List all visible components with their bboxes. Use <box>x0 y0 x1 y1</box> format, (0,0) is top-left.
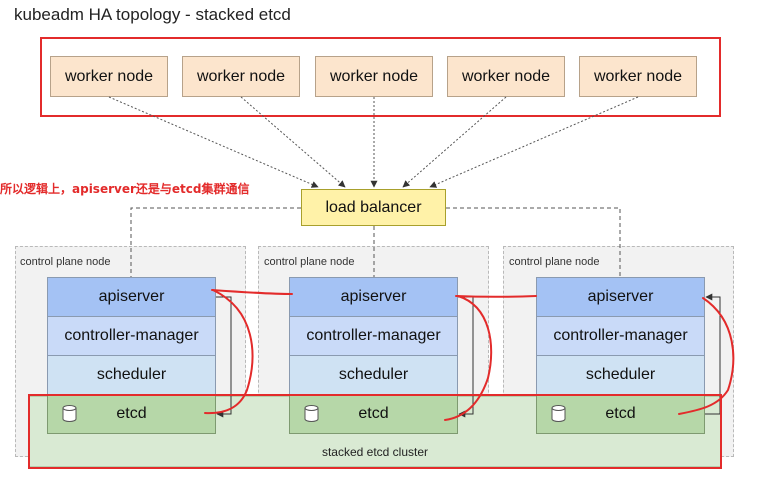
apiserver-2: apiserver <box>289 277 458 317</box>
red-curve-2 <box>444 295 493 421</box>
worker-node-2: worker node <box>182 56 300 97</box>
load-balancer: load balancer <box>301 189 446 226</box>
scheduler-1: scheduler <box>47 355 216 395</box>
controller-manager-1: controller-manager <box>47 316 216 356</box>
red-curve-3 <box>678 297 735 415</box>
red-link-api2-api3 <box>455 295 537 298</box>
workers-highlight-frame <box>40 37 721 117</box>
controller-manager-2: controller-manager <box>289 316 458 356</box>
diagram-title: kubeadm HA topology - stacked etcd <box>14 5 291 24</box>
annotation-note: 所以逻辑上，apiserver还是与etcd集群通信 <box>0 182 250 196</box>
scheduler-3: scheduler <box>536 355 705 395</box>
red-link-api1-api2 <box>211 289 293 295</box>
worker-5-to-lb-arrow <box>429 96 639 188</box>
worker-4-to-lb-arrow <box>402 96 507 188</box>
lb-to-apiserver-3 <box>446 207 621 277</box>
etcd-label-2: etcd <box>358 405 389 422</box>
worker-node-3: worker node <box>315 56 433 97</box>
worker-2-to-lb-arrow <box>240 96 346 188</box>
database-icon <box>62 405 77 422</box>
apiserver-1: apiserver <box>47 277 216 317</box>
controller-manager-3: controller-manager <box>536 316 705 356</box>
control-plane-label-1: control plane node <box>20 256 111 268</box>
worker-1-to-lb-arrow <box>108 96 319 188</box>
etcd-label-1: etcd <box>116 405 147 422</box>
database-icon <box>304 405 319 422</box>
etcd-to-api-arrow-3 <box>705 293 721 415</box>
worker-node-1: worker node <box>50 56 168 97</box>
stacked-etcd-cluster-label: stacked etcd cluster <box>321 445 429 459</box>
api-to-etcd-arrow-1 <box>216 296 232 418</box>
lb-to-apiserver-1 <box>130 207 301 277</box>
database-icon <box>551 405 566 422</box>
worker-node-5: worker node <box>579 56 697 97</box>
red-curve-1 <box>204 289 254 415</box>
etcd-2: etcd <box>289 394 458 434</box>
etcd-label-3: etcd <box>605 405 636 422</box>
worker-node-4: worker node <box>447 56 565 97</box>
control-plane-label-3: control plane node <box>509 256 600 268</box>
scheduler-2: scheduler <box>289 355 458 395</box>
etcd-highlight-frame <box>28 394 722 469</box>
api-to-etcd-arrow-2 <box>458 296 474 418</box>
control-plane-label-2: control plane node <box>264 256 355 268</box>
